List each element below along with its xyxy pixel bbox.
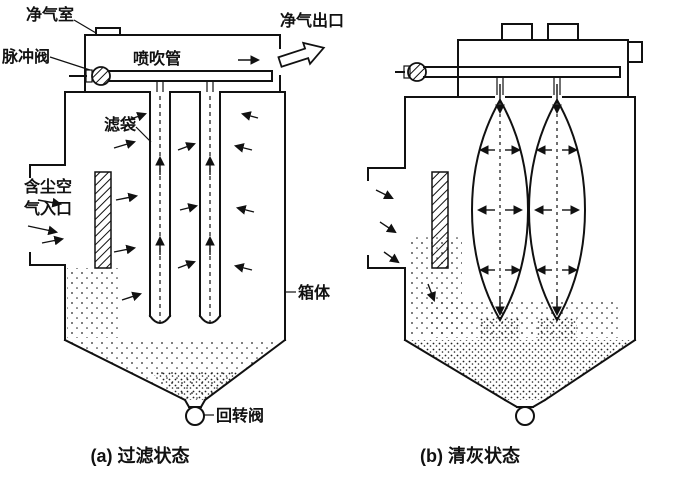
nozzles-a — [156, 81, 214, 92]
pulse-valve-icon-b — [395, 62, 427, 82]
chamber-top-step-a — [95, 27, 121, 36]
dust-dots-b — [405, 235, 635, 400]
inlet-duct-b — [367, 167, 406, 269]
label-clean-air-outlet: 净气出口 — [280, 11, 344, 30]
unit-b-cleaning — [367, 23, 643, 426]
rotary-valve-icon-a — [183, 398, 207, 426]
flow-arrows-b — [375, 84, 581, 317]
leader-filter-bag — [135, 126, 152, 143]
blow-pipe-b — [423, 66, 621, 95]
inlet-label-arrow — [27, 225, 59, 236]
filter-bags-a — [148, 91, 222, 324]
housing-outline-b — [403, 23, 643, 402]
chamber-side-stub — [627, 41, 643, 63]
label-rotary-valve: 回转阀 — [216, 406, 264, 425]
unit-a-filtering — [29, 27, 326, 426]
inlet-baffle-plate-a — [94, 171, 112, 269]
dust-dots-a — [65, 268, 285, 400]
caption-a: (a) 过滤状态 — [91, 445, 190, 466]
filter-bags-b — [470, 97, 587, 323]
label-filter-bag: 滤袋 — [104, 115, 137, 134]
inlet-duct-a — [29, 164, 66, 266]
nozzles-b — [496, 77, 561, 95]
chamber-top-port-1 — [501, 23, 533, 41]
blow-pipe-a — [109, 70, 273, 92]
hopper-b — [403, 338, 637, 402]
labels: 净气室 脉冲阀 喷吹管 净气出口 滤袋 含尘空 气入口 箱体 回转阀 (a) 过… — [1, 5, 520, 466]
leader-pulse-valve — [49, 56, 91, 71]
pulse-valve-icon-a — [69, 66, 111, 86]
housing-outline-a — [63, 27, 287, 402]
label-clean-air-chamber: 净气室 — [26, 5, 74, 24]
label-housing: 箱体 — [298, 283, 331, 302]
rotary-valve-icon-b — [503, 398, 547, 426]
inlet-baffle-plate-b — [431, 171, 449, 269]
caption-b: (b) 清灰状态 — [420, 445, 520, 466]
label-pulse-valve: 脉冲阀 — [1, 47, 50, 66]
label-dusty-air-inlet-line2: 气入口 — [23, 199, 72, 218]
chamber-top-port-2 — [547, 23, 579, 41]
label-dusty-air-inlet-line1: 含尘空 — [24, 177, 72, 196]
leader-clean-air-chamber — [73, 19, 97, 34]
label-blow-pipe: 喷吹管 — [133, 49, 181, 68]
clean-air-outlet-arrow — [277, 41, 326, 68]
hopper-a — [63, 338, 287, 402]
flow-arrows-a — [37, 55, 261, 302]
